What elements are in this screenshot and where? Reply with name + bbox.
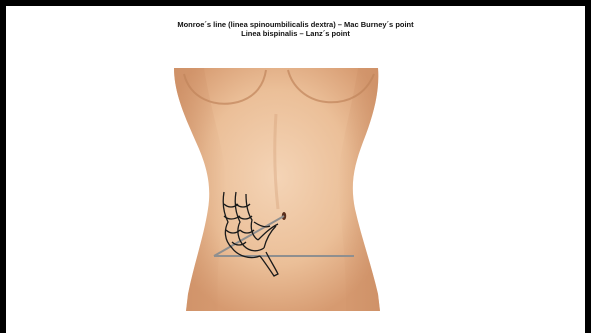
title-line-monroe: Monroe´s line (linea spinoumbilicalis de… — [6, 20, 585, 29]
slide-title: Monroe´s line (linea spinoumbilicalis de… — [6, 20, 585, 38]
abdomen-figure — [166, 64, 396, 314]
abdomen-torso-illustration — [166, 64, 396, 314]
title-line-lanz: Linea bispinalis – Lanz´s point — [6, 29, 585, 38]
